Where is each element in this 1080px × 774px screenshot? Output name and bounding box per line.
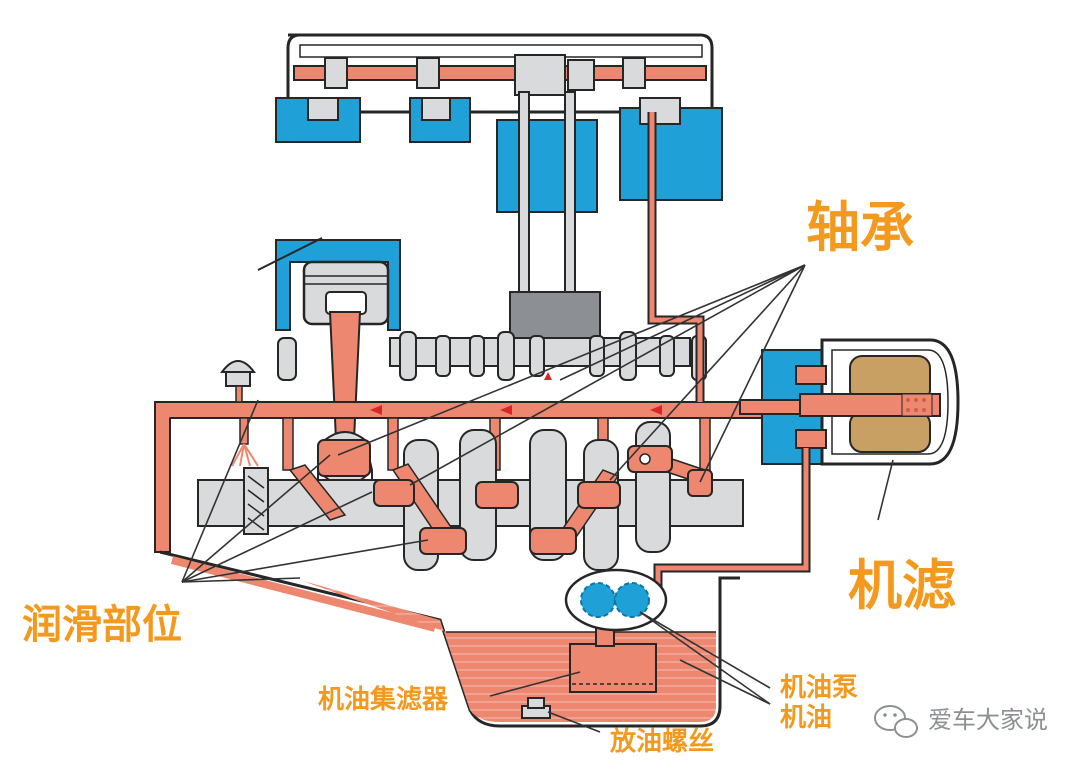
label-oil-pump: 机油泵	[780, 673, 858, 703]
watermark-text: 爱车大家说	[928, 706, 1048, 734]
label-drain-plug: 放油螺丝	[609, 726, 714, 757]
cylinder-block	[257, 237, 401, 331]
oil-spray	[231, 417, 259, 467]
label-oil-filter: 机滤	[848, 554, 956, 617]
label-oil: 机油	[780, 703, 832, 733]
label-lubrication-points: 润滑部位	[22, 602, 182, 648]
filter-leader-line	[877, 459, 894, 521]
label-bearing: 轴承	[806, 196, 914, 259]
oil-pressure-switch	[220, 360, 256, 403]
piston	[302, 260, 390, 326]
pump-leader-lines	[639, 611, 771, 705]
oil-sump	[159, 550, 740, 728]
crankshaft	[197, 421, 744, 571]
push-rods	[509, 91, 601, 341]
drain-leader-line	[547, 711, 601, 733]
oil-pump	[564, 568, 668, 632]
wechat-icon	[874, 705, 918, 738]
crankpin-bearings	[373, 445, 713, 555]
strainer-leader-line	[489, 671, 581, 697]
cylinder-head-blocks	[275, 97, 723, 213]
pump-to-filter-line	[653, 448, 811, 588]
lubrication-leader-lines	[181, 399, 429, 583]
bearing-leader-lines	[337, 264, 806, 486]
camshaft	[293, 54, 707, 96]
watermark: 爱车大家说	[874, 705, 1048, 738]
oil-filter	[739, 338, 960, 466]
label-oil-strainer: 机油集滤器	[318, 684, 449, 715]
oil-feed-line	[647, 112, 705, 402]
